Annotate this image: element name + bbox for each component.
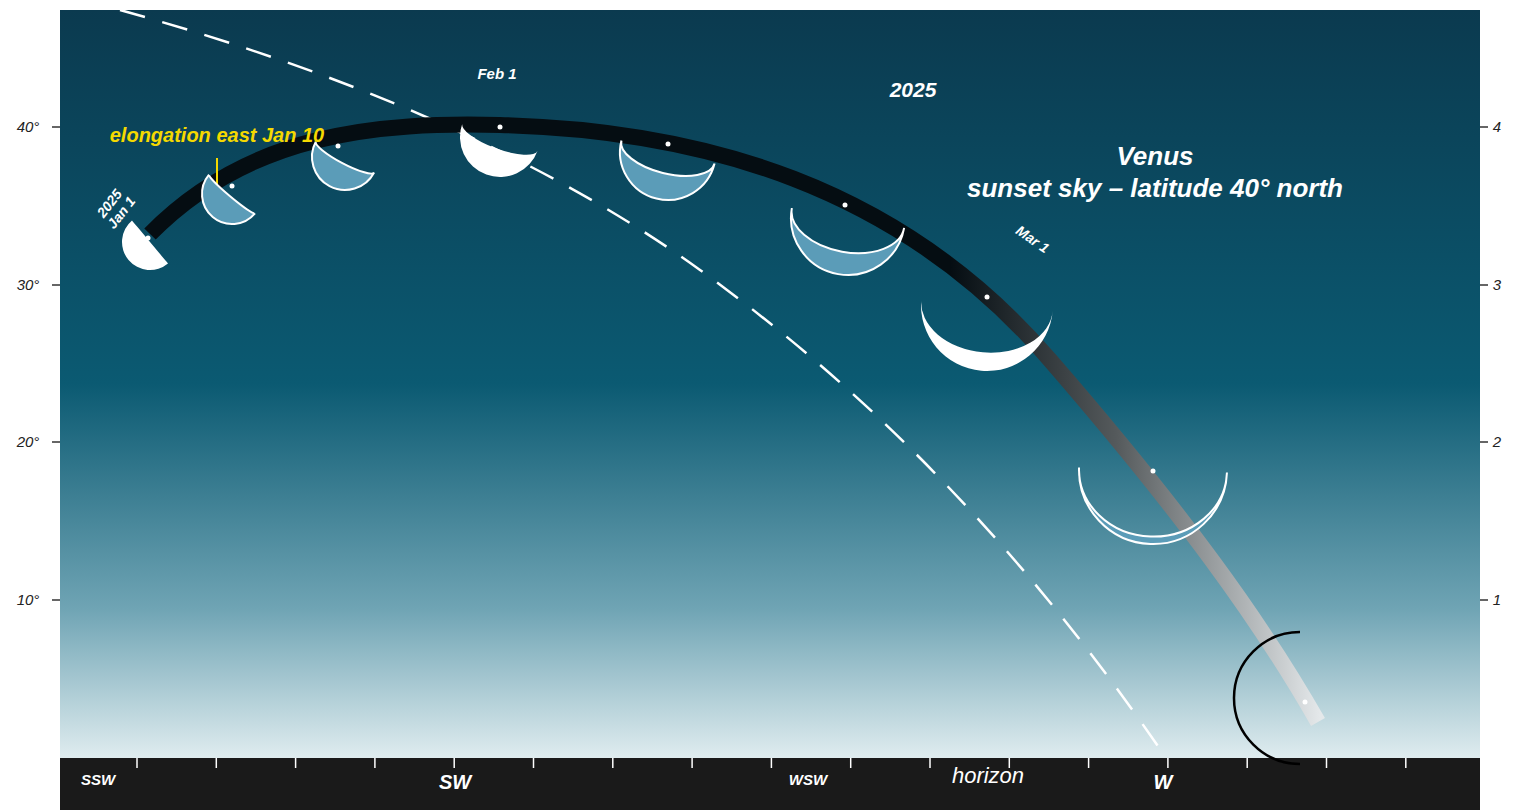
tick bbox=[1167, 758, 1169, 768]
compass-label: W bbox=[1154, 771, 1173, 793]
tick bbox=[136, 758, 138, 768]
chart-subtitle: sunset sky – latitude 40° north bbox=[967, 174, 1343, 203]
axis-label: 20° bbox=[17, 434, 40, 451]
elongation-label: elongation east Jan 10 bbox=[102, 124, 332, 146]
position-dot bbox=[843, 203, 848, 208]
tick bbox=[52, 126, 60, 128]
venus-track bbox=[150, 125, 1318, 722]
horizon-ticks bbox=[137, 758, 1406, 768]
tick bbox=[691, 758, 693, 768]
venus-phase bbox=[1234, 632, 1300, 764]
tick bbox=[929, 758, 931, 768]
tick bbox=[1480, 126, 1488, 128]
axis-label: 3 bbox=[1493, 277, 1501, 294]
venus-phase bbox=[111, 221, 168, 282]
tick bbox=[295, 758, 297, 768]
position-dots bbox=[146, 125, 1308, 705]
tick bbox=[1246, 758, 1248, 768]
venus-phase bbox=[610, 140, 715, 210]
tick bbox=[1326, 758, 1328, 768]
tick bbox=[612, 758, 614, 768]
axis-label: 4 bbox=[1493, 119, 1501, 136]
axis-ticks bbox=[52, 127, 1488, 600]
ecliptic-dashed-line bbox=[120, 10, 1162, 752]
compass-label: SW bbox=[439, 771, 471, 793]
tick bbox=[216, 758, 218, 768]
venus-phase bbox=[1076, 467, 1226, 546]
position-dot bbox=[1303, 700, 1308, 705]
axis-label: 2 bbox=[1493, 434, 1501, 451]
venus-phase bbox=[915, 299, 1052, 376]
axis-label: 1 bbox=[1493, 592, 1501, 609]
horizon-label: horizon bbox=[952, 764, 1024, 788]
compass-label: SSW bbox=[81, 772, 115, 789]
sky-ground bbox=[60, 10, 1480, 758]
position-dot bbox=[498, 125, 503, 130]
axis-label: 10° bbox=[17, 592, 40, 609]
position-dot bbox=[146, 236, 151, 241]
horizon-bar bbox=[60, 758, 1480, 810]
tick bbox=[374, 758, 376, 768]
tick bbox=[453, 758, 455, 768]
tick bbox=[1480, 284, 1488, 286]
tick bbox=[1480, 599, 1488, 601]
compass-label: WSW bbox=[789, 772, 827, 789]
tick bbox=[1405, 758, 1407, 768]
venus-phase bbox=[782, 208, 904, 284]
venus-phase bbox=[190, 175, 255, 237]
position-dot bbox=[985, 295, 990, 300]
venus-phase bbox=[300, 142, 374, 202]
tick bbox=[52, 441, 60, 443]
year-label: 2025 bbox=[890, 78, 937, 101]
tick bbox=[771, 758, 773, 768]
tick bbox=[52, 284, 60, 286]
position-dot bbox=[336, 144, 341, 149]
tick bbox=[1088, 758, 1090, 768]
tick bbox=[52, 599, 60, 601]
axis-label: 30° bbox=[17, 277, 40, 294]
chart-title: Venus bbox=[1116, 142, 1193, 171]
tick bbox=[533, 758, 535, 768]
venus-phases bbox=[111, 123, 1300, 764]
venus-phase bbox=[449, 123, 538, 188]
axis-label: 40° bbox=[17, 119, 40, 136]
position-dot bbox=[1151, 469, 1156, 474]
date-label: Feb 1 bbox=[477, 66, 516, 83]
tick bbox=[850, 758, 852, 768]
position-dot bbox=[230, 184, 235, 189]
position-dot bbox=[666, 142, 671, 147]
tick bbox=[1480, 441, 1488, 443]
